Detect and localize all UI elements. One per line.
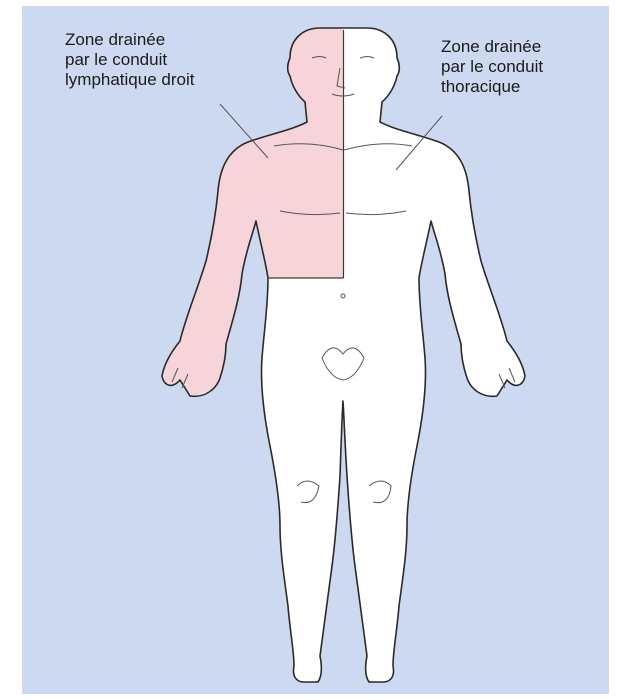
diagram-panel: Zone drainée par le conduit lymphatique … [22, 6, 609, 694]
human-body-figure-icon [22, 6, 609, 694]
right-lymphatic-duct-label: Zone drainée par le conduit lymphatique … [65, 30, 194, 90]
label-line: par le conduit [65, 50, 194, 70]
label-line: Zone drainée [441, 37, 543, 57]
label-line: lymphatique droit [65, 70, 194, 90]
label-line: thoracique [441, 77, 543, 97]
label-line: Zone drainée [65, 30, 194, 50]
thoracic-duct-label: Zone drainée par le conduit thoracique [441, 37, 543, 97]
label-line: par le conduit [441, 57, 543, 77]
